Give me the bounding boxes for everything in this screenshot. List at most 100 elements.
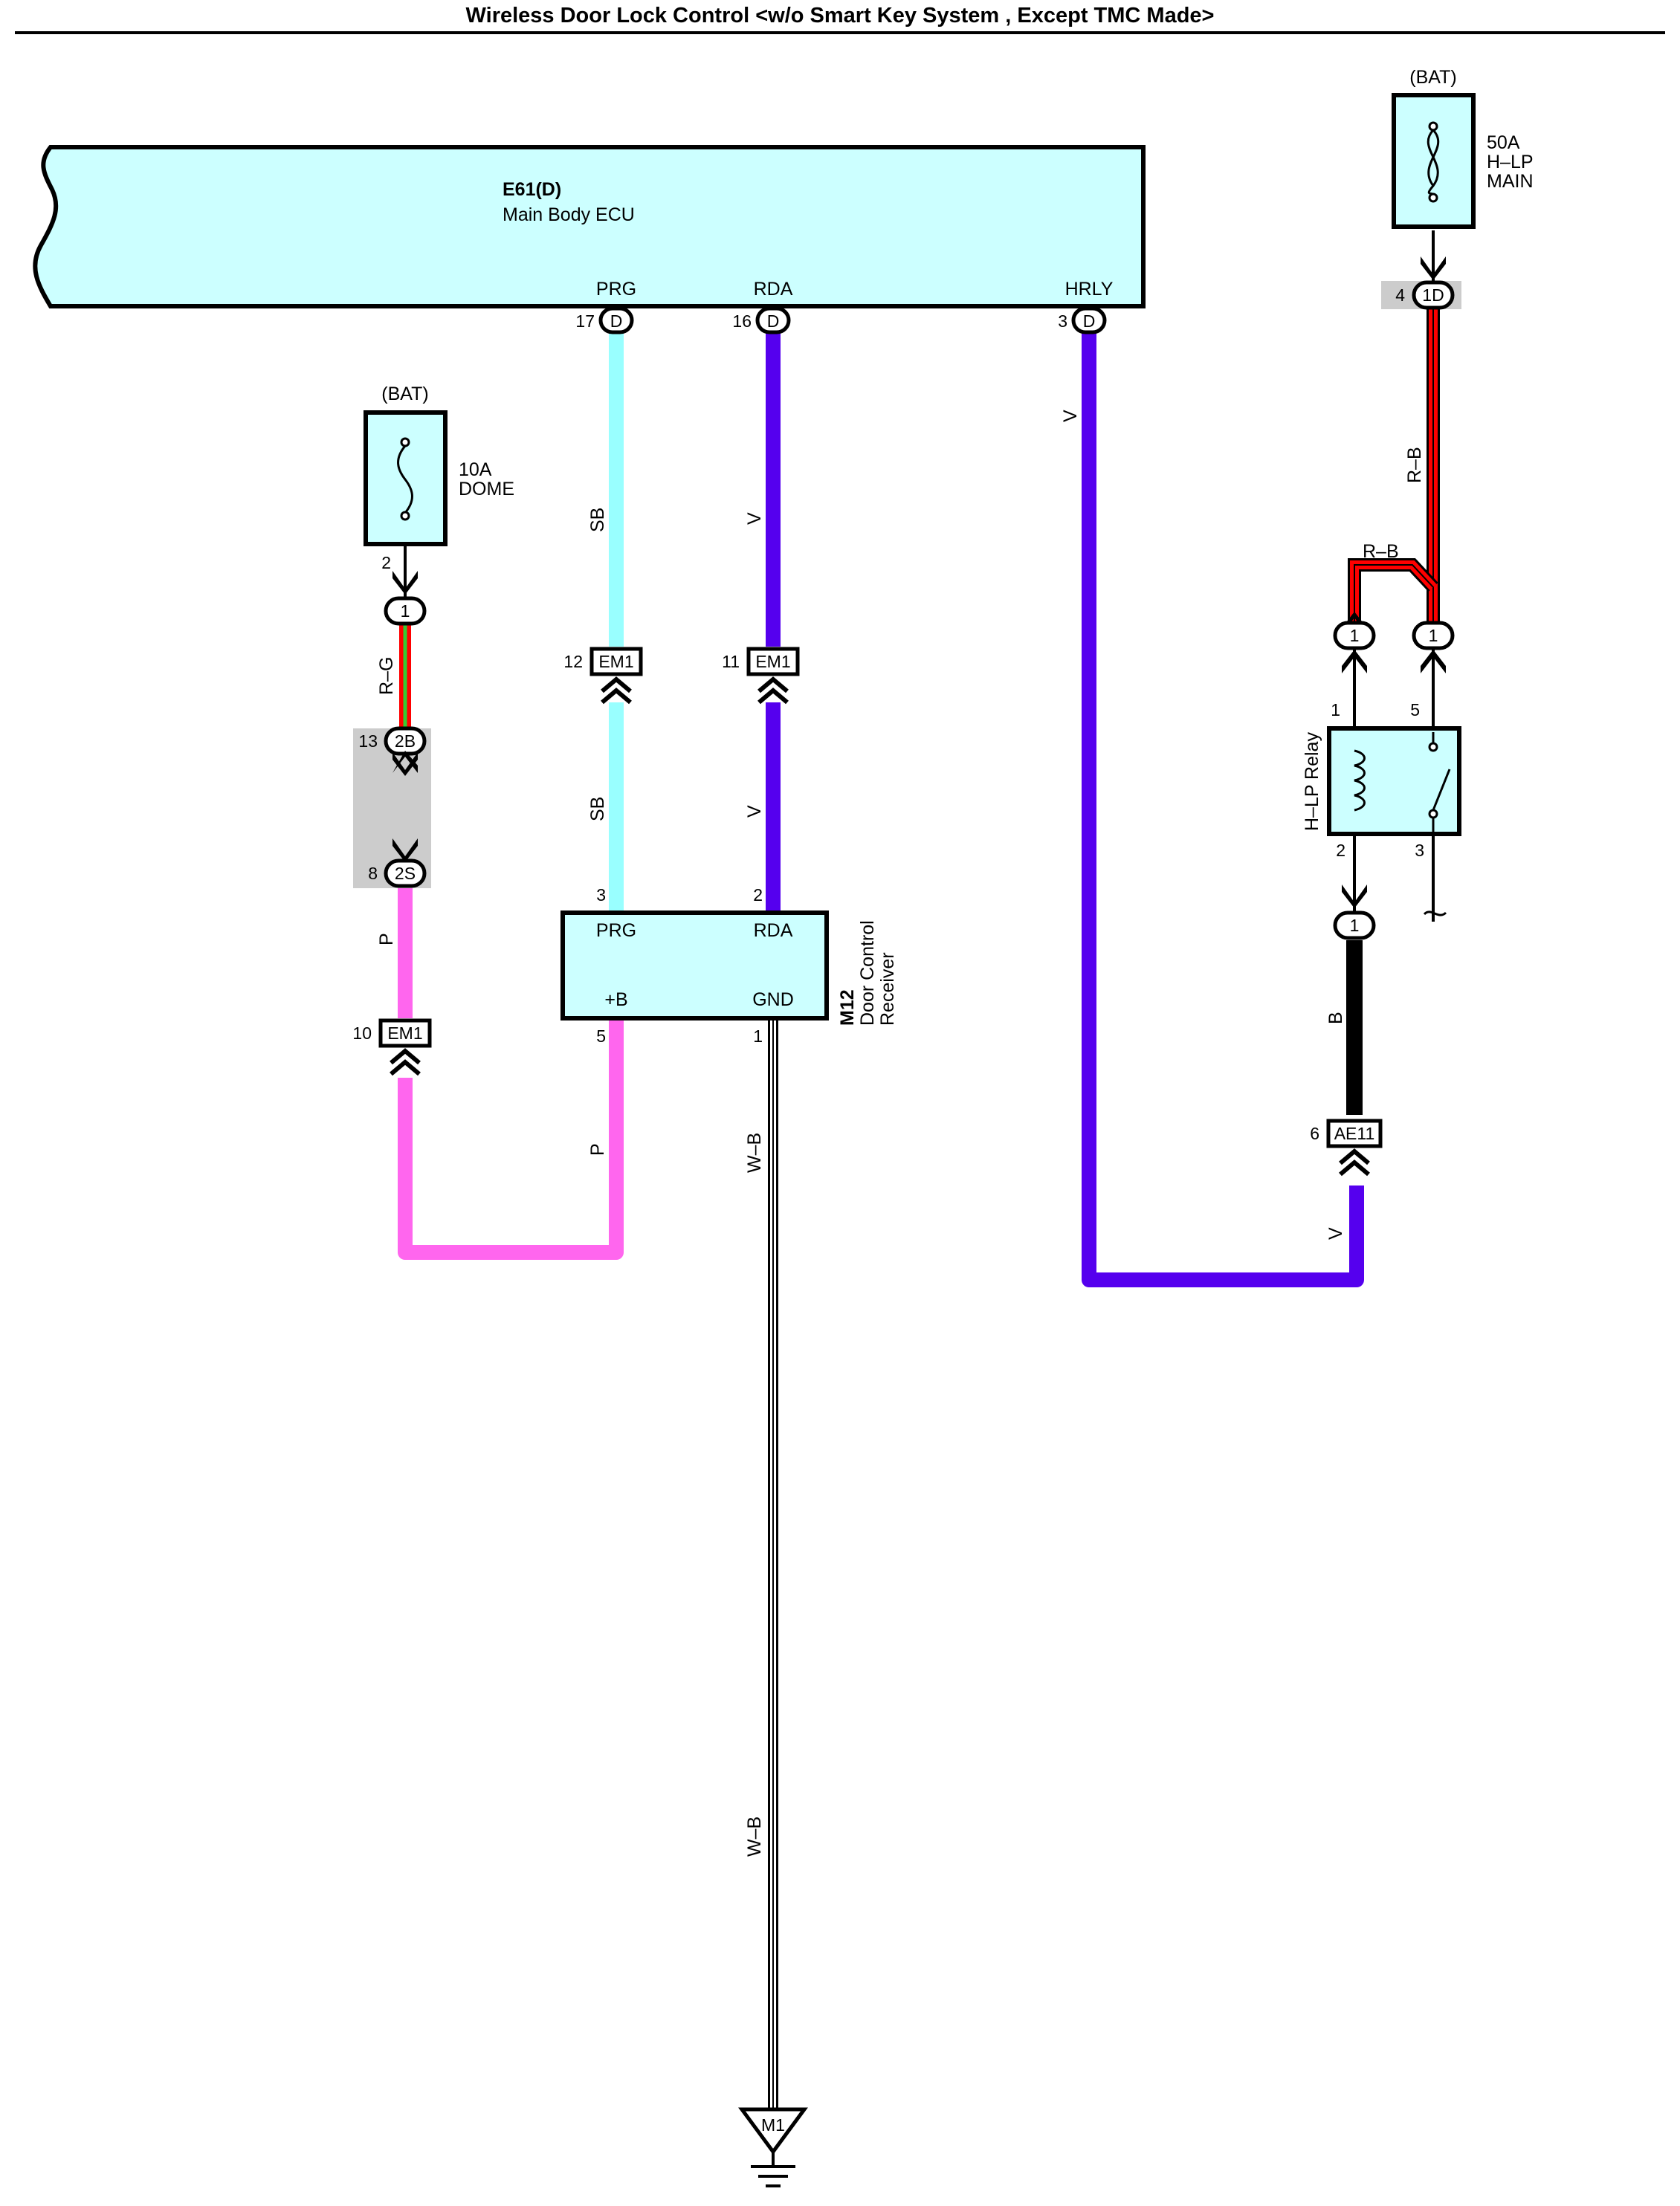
dome-rating: 10A [459, 459, 492, 480]
ae11-pin: 6 [1310, 1124, 1319, 1143]
relay-conn-right-num: 1 [1429, 626, 1438, 645]
receiver-box [560, 910, 829, 1020]
wire-label-sb-2: SB [587, 797, 608, 821]
ecu-code: E61(D) [503, 179, 561, 200]
ecu-pin-rda-num: 16 [732, 311, 752, 331]
wire-label-p-2: P [587, 1143, 608, 1156]
wire-label-b: B [1325, 1012, 1346, 1024]
chevron-icon [1339, 1148, 1370, 1177]
relay-name: H–LP Relay [1302, 732, 1322, 831]
receiver-pin-rda-num: 2 [753, 885, 763, 905]
ecu-pin-rda-name: RDA [754, 279, 793, 300]
junction-em1-rda: 11 EM1 [722, 647, 800, 705]
relay-conn-right: 1 [1412, 621, 1455, 650]
relay-switch-icon [1428, 732, 1451, 834]
ground-code: M1 [761, 2115, 785, 2135]
ecu-pin-hrly: HRLY 3 D [1058, 279, 1114, 334]
ecu-pin-hrly-name: HRLY [1065, 279, 1114, 300]
arrow-icon [1342, 884, 1367, 908]
splice-bottom-conn: 2S [395, 864, 416, 883]
wire-label-rb-1: R–B [1404, 447, 1425, 483]
receiver-term-gnd: GND [752, 989, 794, 1010]
wire-v-hrly [1082, 331, 1364, 1287]
receiver-name-line1: Door Control [857, 920, 878, 1026]
receiver-name-line2: Receiver [877, 952, 898, 1026]
relay-conn-left: 1 [1333, 621, 1376, 650]
main-conn-pin: 4 [1395, 285, 1405, 305]
receiver-pin-b-num: 5 [596, 1026, 606, 1046]
ecu-pin-prg-name: PRG [596, 279, 636, 300]
em1-prg-pin: 12 [563, 652, 583, 671]
wire-label-p-1: P [376, 933, 397, 945]
em1-p-code: EM1 [387, 1023, 422, 1043]
dome-connector-num: 1 [401, 601, 410, 621]
relay-pin-2: 2 [1336, 841, 1345, 860]
main-name-line1: H–LP [1487, 152, 1534, 172]
wire-label-rb-2: R–B [1363, 541, 1399, 562]
ecu-pin-rda-conn: D [767, 311, 780, 331]
relay-conn-bottom-num: 1 [1350, 916, 1360, 935]
relay-pin-1: 1 [1331, 700, 1340, 719]
junction-ae11: 6 AE11 [1310, 1119, 1383, 1177]
ecu-pin-prg-conn: D [610, 311, 623, 331]
ecu-pin-hrly-num: 3 [1058, 311, 1067, 331]
ecu-pin-hrly-conn: D [1083, 311, 1096, 331]
wire-label-v-1: V [744, 512, 765, 525]
dome-fuse-box [364, 410, 448, 546]
relay-conn-left-num: 1 [1350, 626, 1360, 645]
main-fuse-box [1392, 93, 1476, 229]
relay-box [1327, 726, 1461, 836]
receiver-term-b: +B [604, 989, 627, 1010]
wire-label-v-2: V [744, 805, 765, 818]
receiver-term-prg: PRG [596, 920, 636, 941]
splice-top-conn: 2B [395, 731, 416, 751]
arrow-icon [392, 838, 418, 862]
chevron-icon [757, 676, 789, 705]
ecu-pin-rda: RDA 16 D [732, 279, 793, 334]
em1-rda-code: EM1 [755, 652, 790, 671]
main-conn-code: 1D [1422, 285, 1444, 305]
receiver-pin-prg-num: 3 [596, 885, 606, 905]
relay-pin-3: 3 [1415, 841, 1424, 860]
dome-connector: 1 [384, 596, 427, 626]
arrow-icon [1421, 650, 1446, 673]
dome-name: DOME [459, 479, 514, 499]
wire-label-rg: R–G [376, 657, 397, 695]
arrow-icon [392, 752, 418, 776]
fuse-icon [1427, 121, 1440, 203]
wire-label-v-4: V [1325, 1227, 1346, 1240]
main-conn-ring [1412, 280, 1455, 310]
wire-label-wb-2: W–B [744, 1817, 765, 1857]
wire-rb-branch-stripe [1354, 564, 1434, 624]
main-name-line2: MAIN [1487, 171, 1534, 192]
splice-bottom-pin: 8 [368, 864, 378, 883]
junction-em1-prg: 12 EM1 [563, 647, 643, 705]
ecu-name: Main Body ECU [503, 204, 635, 225]
receiver-pin-gnd-num: 1 [753, 1026, 763, 1046]
main-rating: 50A [1487, 132, 1520, 153]
em1-rda-pin: 11 [722, 652, 740, 671]
receiver-term-rda: RDA [754, 920, 793, 941]
splice-bottom-ring [384, 858, 427, 888]
chevron-icon [390, 1048, 421, 1076]
ecu-pin-prg-num: 17 [575, 311, 595, 331]
splice-top-pin: 13 [358, 731, 378, 751]
wire-label-sb-1: SB [587, 508, 608, 532]
ecu-pin-prg: PRG 17 D [575, 279, 636, 334]
em1-p-pin: 10 [352, 1023, 372, 1043]
main-source: (BAT) [1409, 67, 1456, 88]
arrow-icon [392, 571, 418, 595]
em1-prg-code: EM1 [598, 652, 633, 671]
wire-p-lower [398, 1018, 624, 1260]
ground-icon [738, 2107, 808, 2187]
wire-label-v-3: V [1060, 410, 1081, 422]
ecu-body [33, 145, 1146, 308]
receiver-code: M12 [837, 989, 858, 1026]
fuse-icon [397, 437, 413, 521]
relay-pin-5: 5 [1410, 700, 1420, 719]
arrow-icon [1342, 650, 1367, 673]
page-title: Wireless Door Lock Control <w/o Smart Ke… [466, 4, 1215, 28]
relay-conn-bottom: 1 [1333, 910, 1376, 940]
arrow-icon [1421, 256, 1446, 280]
